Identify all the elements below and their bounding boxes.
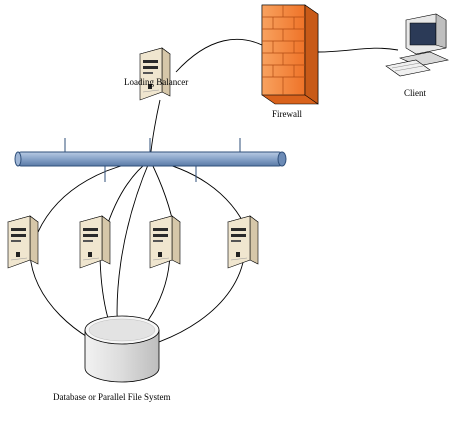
compute-nodes (7, 215, 259, 269)
brick-firewall-icon (261, 4, 319, 105)
link-bus-node2 (104, 159, 151, 233)
link-firewall-client (317, 47, 399, 53)
desktop-computer-icon (385, 13, 449, 77)
load-balancer: Loading Balancer (124, 47, 188, 101)
firewall: Firewall (261, 4, 319, 119)
server-tower-icon (79, 215, 111, 269)
connection-lines (29, 38, 399, 353)
load-balancer-label: Loading Balancer (124, 77, 188, 87)
link-lb-firewall (175, 38, 263, 73)
link-lb-bus (149, 99, 161, 161)
server-tower-icon (7, 215, 39, 269)
network-bus-pipe-icon (14, 138, 287, 182)
server-tower-icon (227, 215, 259, 269)
database-cylinder-icon (84, 315, 160, 383)
server-tower-icon (139, 47, 171, 101)
firewall-label: Firewall (272, 109, 302, 119)
storage-label: Database or Parallel File System (53, 392, 170, 402)
client: Client (385, 13, 449, 98)
client-label: Client (404, 88, 426, 98)
storage: Database or Parallel File System (53, 315, 170, 402)
server-tower-icon (149, 215, 181, 269)
